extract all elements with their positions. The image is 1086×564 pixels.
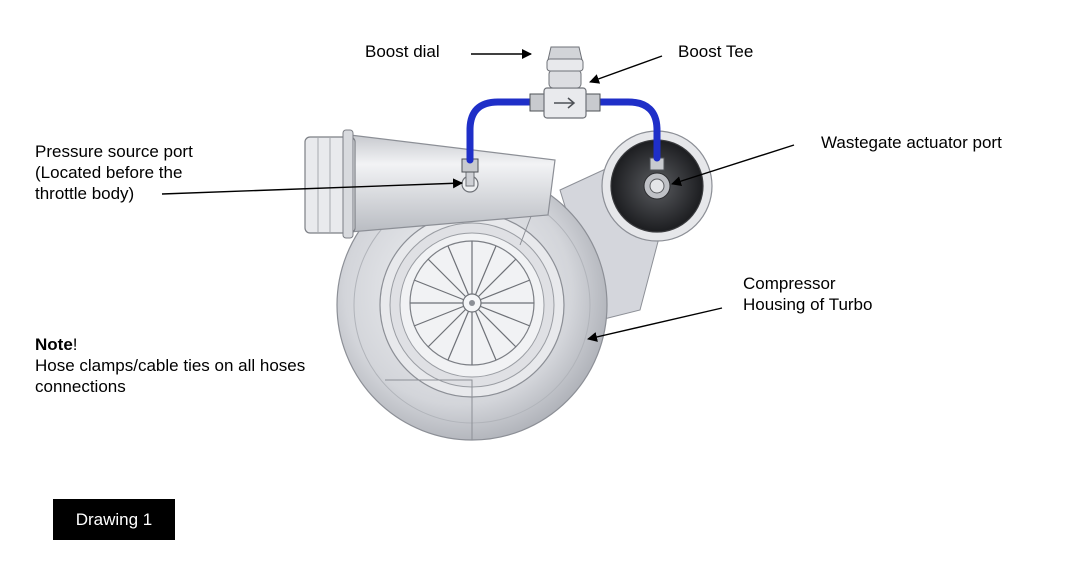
compressor-housing-line: Housing of Turbo bbox=[743, 295, 873, 314]
wastegate-port-label: Wastegate actuator port bbox=[821, 133, 1002, 152]
wastegate-actuator bbox=[601, 130, 713, 242]
boost-dial bbox=[546, 46, 584, 89]
compressor-housing-label: Compressor Housing of Turbo bbox=[743, 273, 872, 315]
note-line: connections bbox=[35, 377, 126, 396]
arrow-wastegate bbox=[671, 144, 795, 187]
compressor-housing-line: Compressor bbox=[743, 274, 836, 293]
compressor-wheel bbox=[409, 240, 535, 366]
boost-tee-label: Boost Tee bbox=[678, 42, 754, 61]
pressure-source-line: Pressure source port bbox=[35, 142, 193, 161]
pressure-source-label: Pressure source port (Located before the… bbox=[35, 141, 193, 204]
boost-dial-label: Boost dial bbox=[365, 42, 440, 61]
note-line: Hose clamps/cable ties on all hoses bbox=[35, 356, 306, 375]
note-title-suffix: ! bbox=[72, 335, 78, 354]
callout-arrows bbox=[161, 49, 795, 342]
pressure-source-line: throttle body) bbox=[35, 184, 135, 203]
drawing-badge: Drawing 1 bbox=[53, 499, 175, 540]
arrow-compressor bbox=[587, 307, 723, 342]
boost-hoses bbox=[466, 98, 661, 164]
arrow-pressure-source bbox=[161, 178, 463, 195]
note-block: Note! Hose clamps/cable ties on all hose… bbox=[35, 334, 305, 397]
boost-tee bbox=[529, 87, 601, 119]
note-title: Note bbox=[35, 335, 73, 354]
pressure-source-line: (Located before the bbox=[35, 163, 183, 182]
note-heading: Note! bbox=[35, 334, 305, 355]
arrow-boost-tee bbox=[589, 55, 663, 84]
